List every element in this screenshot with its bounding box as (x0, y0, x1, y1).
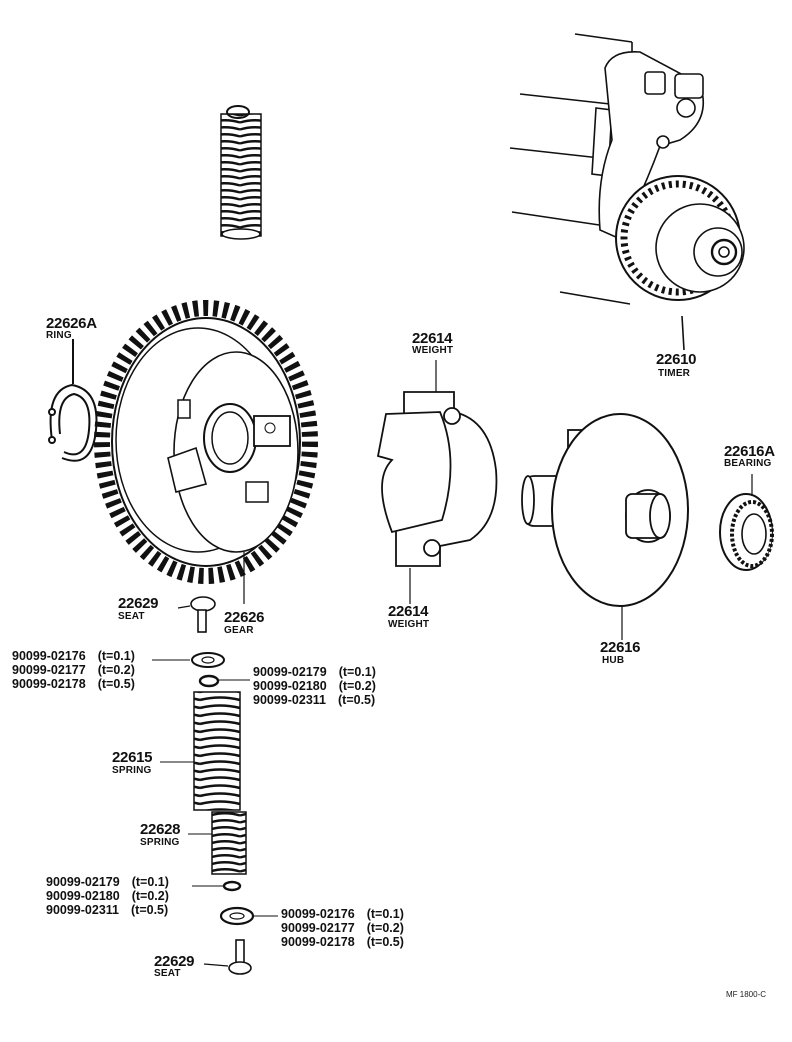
bearing-part-number: 22616A (724, 443, 775, 460)
shim-row: 90099-02178(t=0.5) (12, 677, 135, 691)
shim-row: 90099-02180(t=0.2) (253, 679, 376, 693)
bearing-part-name: BEARING (724, 458, 772, 469)
drawing-code: MF 1800-C (726, 990, 767, 999)
shim-row: 90099-02179(t=0.1) (46, 875, 169, 889)
weight-top-part-name: WEIGHT (412, 345, 454, 356)
small-spring-drawing (188, 811, 247, 875)
weight-bottom-part-number: 22614 (388, 603, 429, 620)
weight-top-part-number: 22614 (412, 330, 453, 347)
timer-drawing (509, 33, 745, 351)
upper-weight-drawing (376, 360, 498, 604)
seat-bottom-part-name: SEAT (154, 968, 181, 979)
seat-top-part-number: 22629 (118, 595, 159, 612)
timer-part-name: TIMER (658, 368, 691, 379)
shim-row: 90099-02177(t=0.2) (12, 663, 135, 677)
spring-small-part-number: 22628 (140, 821, 181, 838)
timer-part-number: 22610 (656, 351, 697, 368)
seat-bottom-part-number: 22629 (154, 953, 195, 970)
bearing-drawing (719, 474, 774, 571)
spring-large-part-name: SPRING (112, 765, 152, 776)
large-spring-drawing (160, 691, 241, 811)
spring-large-part-number: 22615 (112, 749, 153, 766)
snap-ring-drawing (48, 339, 98, 462)
ring-part-name: RING (46, 330, 72, 341)
washers-drawing (152, 652, 278, 926)
shim-row: 90099-02311(t=0.5) (46, 903, 169, 917)
seat-top-part-name: SEAT (118, 611, 145, 622)
gear-part-name: GEAR (224, 625, 254, 636)
hub-part-name: HUB (602, 655, 625, 666)
shim-row: 90099-02311(t=0.5) (253, 693, 376, 707)
hub-drawing (521, 413, 689, 640)
shim-row: 90099-02178(t=0.5) (281, 935, 404, 949)
gear-part-number: 22626 (224, 609, 265, 626)
spring-small-part-name: SPRING (140, 837, 180, 848)
shim-row: 90099-02176(t=0.1) (12, 649, 135, 663)
lower-seat-drawing (203, 939, 252, 975)
gear-drawing (94, 300, 318, 604)
upper-seat-drawing (177, 596, 216, 633)
top-spring-drawing (220, 105, 262, 240)
shim-row: 90099-02176(t=0.1) (281, 907, 404, 921)
weight-bottom-part-name: WEIGHT (388, 619, 430, 630)
shim-row: 90099-02179(t=0.1) (253, 665, 376, 679)
shim-row: 90099-02177(t=0.2) (281, 921, 404, 935)
ring-part-number: 22626A (46, 315, 97, 332)
hub-part-number: 22616 (600, 639, 641, 656)
shim-row: 90099-02180(t=0.2) (46, 889, 169, 903)
